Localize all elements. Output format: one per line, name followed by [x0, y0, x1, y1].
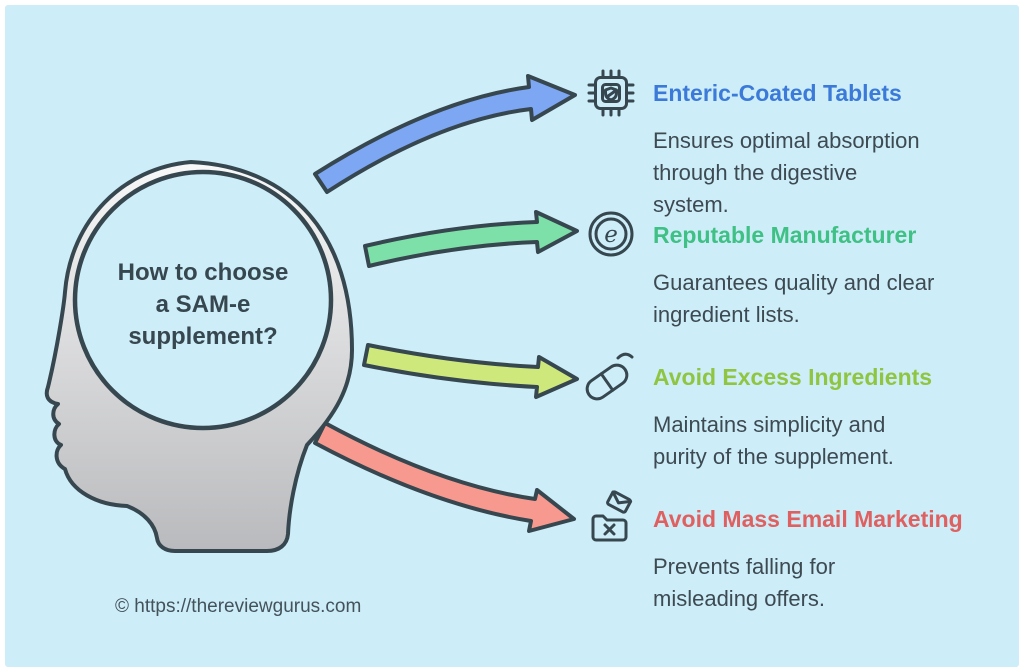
item-title: Enteric-Coated Tablets: [653, 80, 902, 106]
item-title: Reputable Manufacturer: [653, 222, 917, 248]
chip-shield-icon: [587, 69, 635, 117]
arrow-avoid-mass-email-marketing: [313, 421, 576, 533]
item-title: Avoid Excess Ingredients: [653, 364, 933, 390]
capsule-icon: [585, 352, 634, 401]
diagram-canvas: [44, 74, 579, 553]
item-description: Maintains simplicity and purity of the s…: [653, 412, 894, 469]
arrow-enteric-coated-tablets: [313, 74, 577, 194]
spam-mail-box-icon: [591, 490, 633, 542]
watermark-url: © https://thereviewgurus.com: [115, 596, 362, 617]
item-description: Prevents falling for misleading offers.: [653, 554, 836, 611]
arrow-reputable-manufacturer: [363, 210, 579, 268]
item-description: Ensures optimal absorption through the d…: [653, 128, 920, 217]
item-description: Guarantees quality and clear ingredient …: [653, 270, 935, 327]
thought-circle: [72, 169, 334, 431]
svg-text:e: e: [604, 222, 618, 248]
head-question: How to choose a SAM-e supplement?: [117, 259, 289, 350]
item-title: Avoid Mass Email Marketing: [653, 506, 963, 532]
certified-e-mark-icon: e: [588, 211, 634, 257]
arrow-avoid-excess-ingredients: [362, 343, 579, 399]
